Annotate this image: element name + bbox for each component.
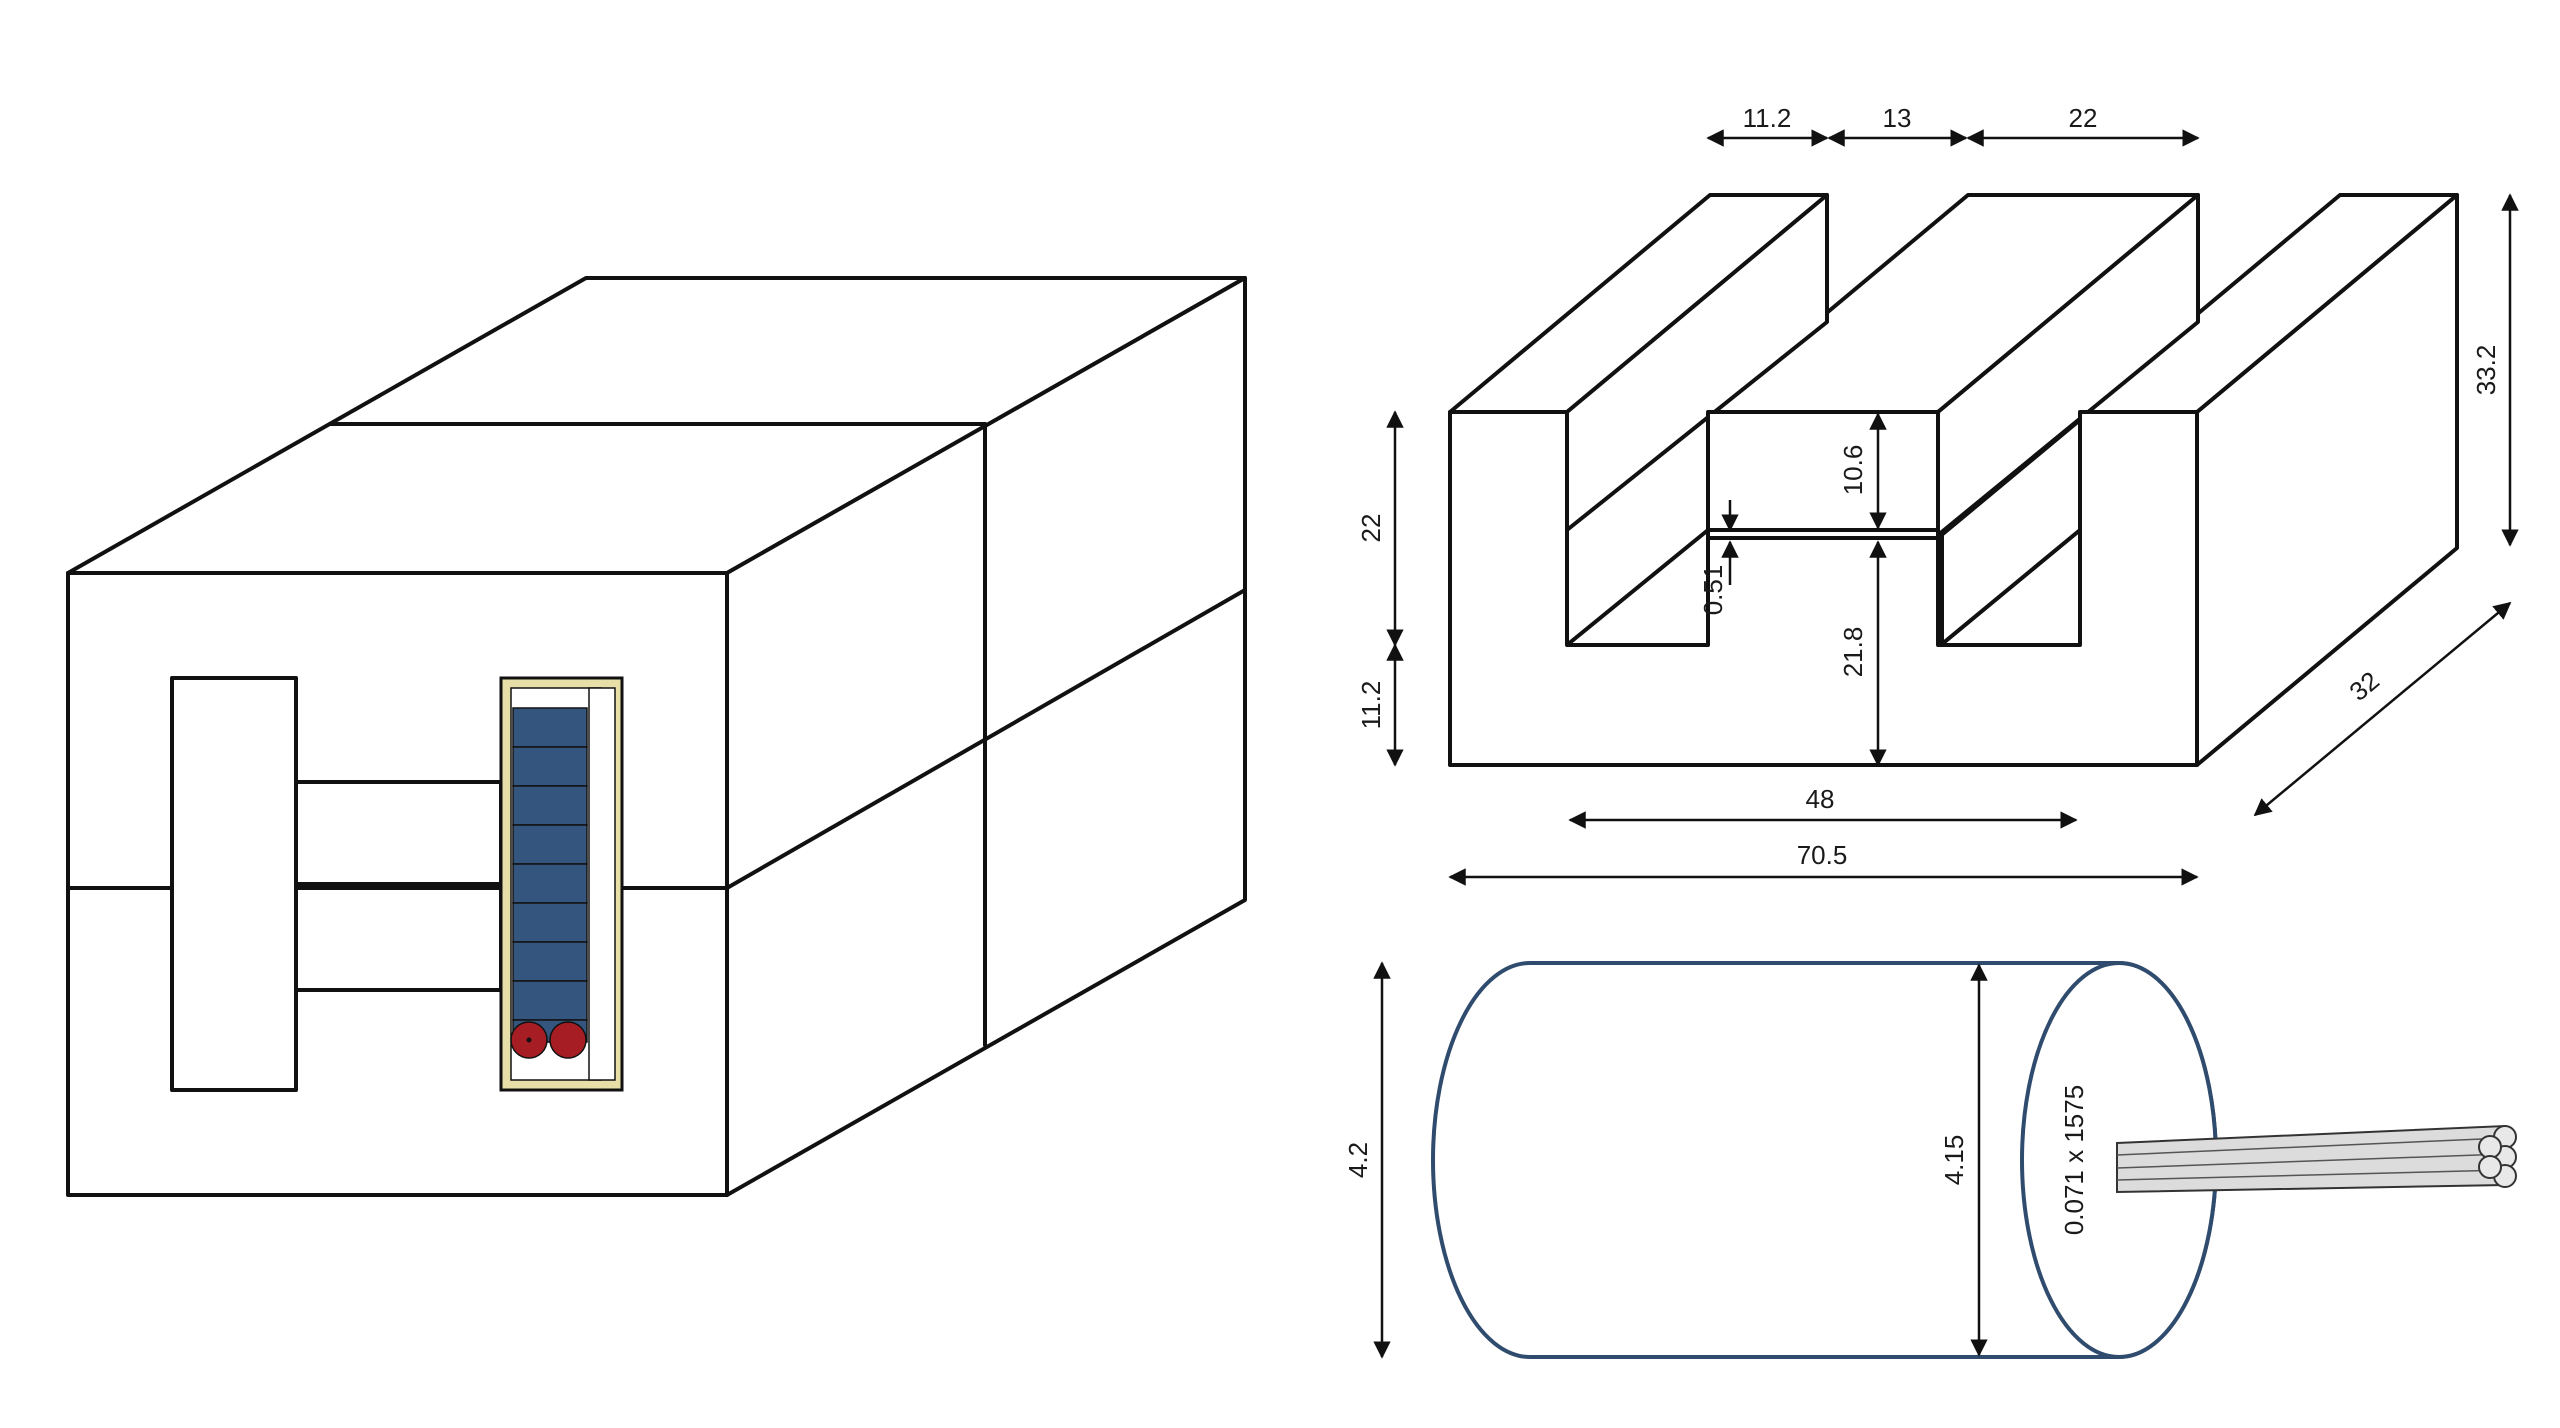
dim-line-32: [2253, 601, 2512, 817]
winding-cross-section: [499, 676, 624, 1092]
center-leg-upper: [294, 780, 503, 886]
winding-turn: [512, 707, 588, 748]
label-4-15: 4.15: [1939, 1135, 1969, 1186]
winding-turns: [512, 707, 588, 1043]
label-22-top: 22: [2069, 103, 2098, 133]
side-horizontal-seam: [725, 588, 1247, 890]
label-32: 32: [2343, 665, 2384, 707]
label-0-51: 0.51: [1698, 565, 1728, 616]
litz-strand-2: [549, 1021, 587, 1059]
winding-turn: [512, 785, 588, 826]
winding-turn: [512, 941, 588, 982]
wire-end-strand-5: [2478, 1155, 2502, 1179]
core-dimension-lines: [1386, 129, 2519, 886]
label-48: 48: [1806, 784, 1835, 814]
label-33-2: 33.2: [2471, 345, 2501, 396]
bobbin-wall: [588, 687, 616, 1081]
label-4-2: 4.2: [1343, 1142, 1373, 1178]
wire-strand-line-3: [2116, 1169, 2506, 1181]
winding-turn: [512, 863, 588, 904]
label-11-2-top: 11.2: [1743, 103, 1792, 133]
label-22-left: 22: [1356, 514, 1386, 543]
winding-turn: [512, 980, 588, 1021]
left-window-back: [1565, 528, 1710, 647]
assembled-core: [66, 276, 1247, 1197]
litz-wire-cylinder: 4.2 4.15 0.071 x 1575: [1343, 961, 2517, 1359]
label-70-5: 70.5: [1797, 840, 1848, 870]
label-13: 13: [1883, 103, 1912, 133]
wire-end-strand-4: [2478, 1135, 2502, 1159]
label-strands: 0.071 x 1575: [2059, 1085, 2089, 1235]
winding-turn: [512, 746, 588, 787]
litz-bundle: [2116, 1124, 2517, 1194]
window-left: [170, 676, 298, 1092]
label-11-2-left: 11.2: [1356, 681, 1386, 730]
strand-center-dot: [526, 1037, 532, 1043]
center-leg-front: [1706, 410, 1940, 532]
core-front-face: [1448, 410, 2199, 767]
wire-strand-line-1: [2116, 1137, 2506, 1156]
label-10-6: 10.6: [1838, 445, 1868, 496]
wire-strand-line-2: [2116, 1153, 2506, 1169]
winding-turn: [512, 902, 588, 943]
e-core: [1448, 193, 2459, 767]
winding-turn: [512, 824, 588, 865]
center-leg-lower: [294, 886, 503, 992]
label-21-8: 21.8: [1838, 627, 1868, 678]
air-gap-side-line: [1936, 418, 2082, 540]
